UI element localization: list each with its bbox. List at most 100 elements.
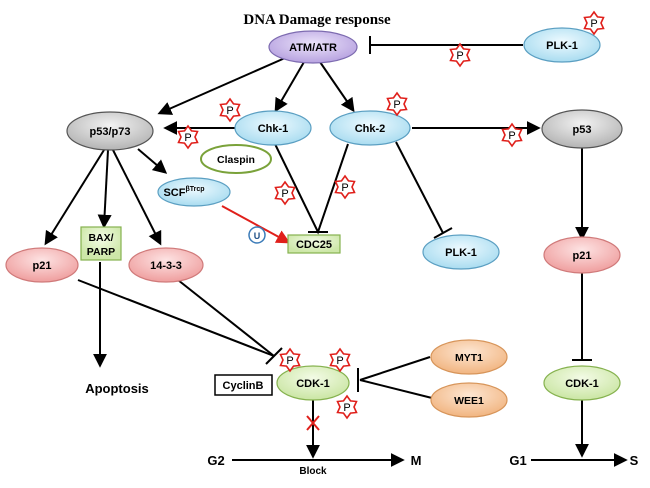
node-myt1-label: MYT1 xyxy=(455,352,483,364)
node-atm-atr: ATM/ATR xyxy=(268,30,358,64)
node-chk1-label: Chk-1 xyxy=(258,123,289,135)
phospho-star-cdk1-b: P xyxy=(329,347,351,373)
node-wee1-label: WEE1 xyxy=(454,395,484,407)
node-14-3-3: 14-3-3 xyxy=(128,247,204,283)
diagram-title: DNA Damage response xyxy=(243,12,391,28)
phospho-star-icon xyxy=(329,347,351,373)
phospho-star-icon xyxy=(449,42,471,68)
phospho-star-label: P xyxy=(456,50,463,62)
phospho-star-chk2-cdc25-edge: P xyxy=(334,174,356,200)
node-cdk1-left-label: CDK-1 xyxy=(296,378,330,390)
node-scf-label: SCFβTrcp xyxy=(163,186,204,199)
phospho-star-icon xyxy=(279,347,301,373)
edge-cdk1-inhibit-bar-left xyxy=(265,347,283,365)
edge-myt1-inhibits-cdk1 xyxy=(359,356,431,381)
phospho-star-label: P xyxy=(336,355,343,367)
phospho-star-label: P xyxy=(286,355,293,367)
phospho-star-icon xyxy=(386,91,408,117)
edge-p53p73-to-p21 xyxy=(44,149,105,246)
phospho-star-chk1: P xyxy=(219,97,241,123)
node-p53-p73: p53/p73 xyxy=(66,111,154,151)
node-p53-p73-label: p53/p73 xyxy=(90,126,131,138)
node-chk2-label: Chk-2 xyxy=(355,123,386,135)
node-p21-right-label: p21 xyxy=(573,250,592,262)
node-cdc25-label: CDC25 xyxy=(296,239,332,251)
ubiquitin-icon: U xyxy=(248,226,266,244)
phospho-star-plk1-atm-edge: P xyxy=(449,42,471,68)
node-bax-parp-line1: BAX/ xyxy=(88,232,113,244)
node-scf-superscript: βTrcp xyxy=(185,186,204,193)
node-p21-left-label: p21 xyxy=(33,260,52,272)
m-label: M xyxy=(411,453,422,468)
edge-chk2-inhibits-plk1 xyxy=(395,141,444,234)
node-chk2: Chk-2 xyxy=(329,110,411,146)
node-p21-left: p21 xyxy=(5,247,79,283)
s-label: S xyxy=(630,453,639,468)
phospho-star-label: P xyxy=(343,402,350,414)
node-scf-base: SCF xyxy=(163,187,185,199)
apoptosis-label: Apoptosis xyxy=(85,381,149,396)
phospho-star-p53p73-edge: P xyxy=(177,124,199,150)
edge-p53p73-to-bax xyxy=(97,149,112,229)
edge-plk1-mid-bar xyxy=(433,227,453,239)
node-myt1: MYT1 xyxy=(430,339,508,375)
node-cdc25: CDC25 xyxy=(287,234,341,254)
node-claspin: Claspin xyxy=(200,144,272,174)
phospho-star-plk1-top: P xyxy=(583,10,605,36)
edge-p21-inhibits-cdk1 xyxy=(77,279,275,357)
phospho-star-chk2-p53-edge: P xyxy=(501,122,523,148)
g2-label: G2 xyxy=(207,453,224,468)
node-chk1: Chk-1 xyxy=(234,110,312,146)
node-14-3-3-label: 14-3-3 xyxy=(150,260,182,272)
node-cyclinb-label: CyclinB xyxy=(223,380,264,392)
node-bax-parp-line2: PARP xyxy=(87,246,115,258)
node-cdk1-left: CDK-1 xyxy=(276,365,350,401)
edge-atm-to-chk2 xyxy=(319,61,355,113)
phospho-star-cdk1-a: P xyxy=(279,347,301,373)
phospho-star-label: P xyxy=(341,182,348,194)
node-cdk1-right-label: CDK-1 xyxy=(565,378,599,390)
node-p53-right-label: p53 xyxy=(573,124,592,136)
phospho-star-icon xyxy=(334,174,356,200)
node-p21-right: p21 xyxy=(543,236,621,274)
phospho-star-chk2: P xyxy=(386,91,408,117)
phospho-star-icon xyxy=(583,10,605,36)
g1-label: G1 xyxy=(509,453,526,468)
node-p53-right: p53 xyxy=(541,109,623,149)
edge-1433-inhibits-cdk1 xyxy=(177,279,275,357)
node-plk1-mid-label: PLK-1 xyxy=(445,247,477,259)
node-scf-btrcp: SCFβTrcp xyxy=(157,177,231,207)
node-plk1-top: PLK-1 xyxy=(523,27,601,63)
phospho-star-cdk1-c: P xyxy=(336,394,358,420)
phospho-star-label: P xyxy=(590,18,597,30)
block-label: Block xyxy=(299,466,327,477)
phospho-star-chk1-cdc25-edge: P xyxy=(274,180,296,206)
phosphorylation-markers: P P P P P P P P P P P xyxy=(177,10,605,420)
edge-p53p73-to-scf xyxy=(137,148,168,174)
phospho-star-icon xyxy=(219,97,241,123)
node-wee1: WEE1 xyxy=(430,382,508,418)
node-atm-atr-label: ATM/ATR xyxy=(289,42,337,54)
phospho-star-label: P xyxy=(184,132,191,144)
phospho-star-label: P xyxy=(226,105,233,117)
block-cross-icon xyxy=(306,415,320,431)
edge-p53p73-to-1433 xyxy=(112,149,162,246)
phospho-star-label: P xyxy=(393,99,400,111)
phospho-star-icon xyxy=(274,180,296,206)
edge-scf-ubiquitinates-cdc25 xyxy=(221,205,291,244)
phospho-star-icon xyxy=(501,122,523,148)
phospho-star-icon xyxy=(177,124,199,150)
edge-wee1-inhibits-cdk1 xyxy=(359,379,433,399)
phospho-star-icon xyxy=(336,394,358,420)
node-claspin-label: Claspin xyxy=(217,154,255,166)
node-plk1-mid: PLK-1 xyxy=(422,234,500,270)
node-cdk1-right: CDK-1 xyxy=(543,365,621,401)
ubiquitin-label: U xyxy=(254,231,261,241)
phospho-star-label: P xyxy=(508,130,515,142)
edge-atm-to-chk1 xyxy=(274,61,305,113)
edge-atm-to-p53p73 xyxy=(157,57,286,115)
node-cyclinb: CyclinB xyxy=(214,374,273,396)
node-plk1-top-label: PLK-1 xyxy=(546,40,578,52)
phospho-star-label: P xyxy=(281,188,288,200)
